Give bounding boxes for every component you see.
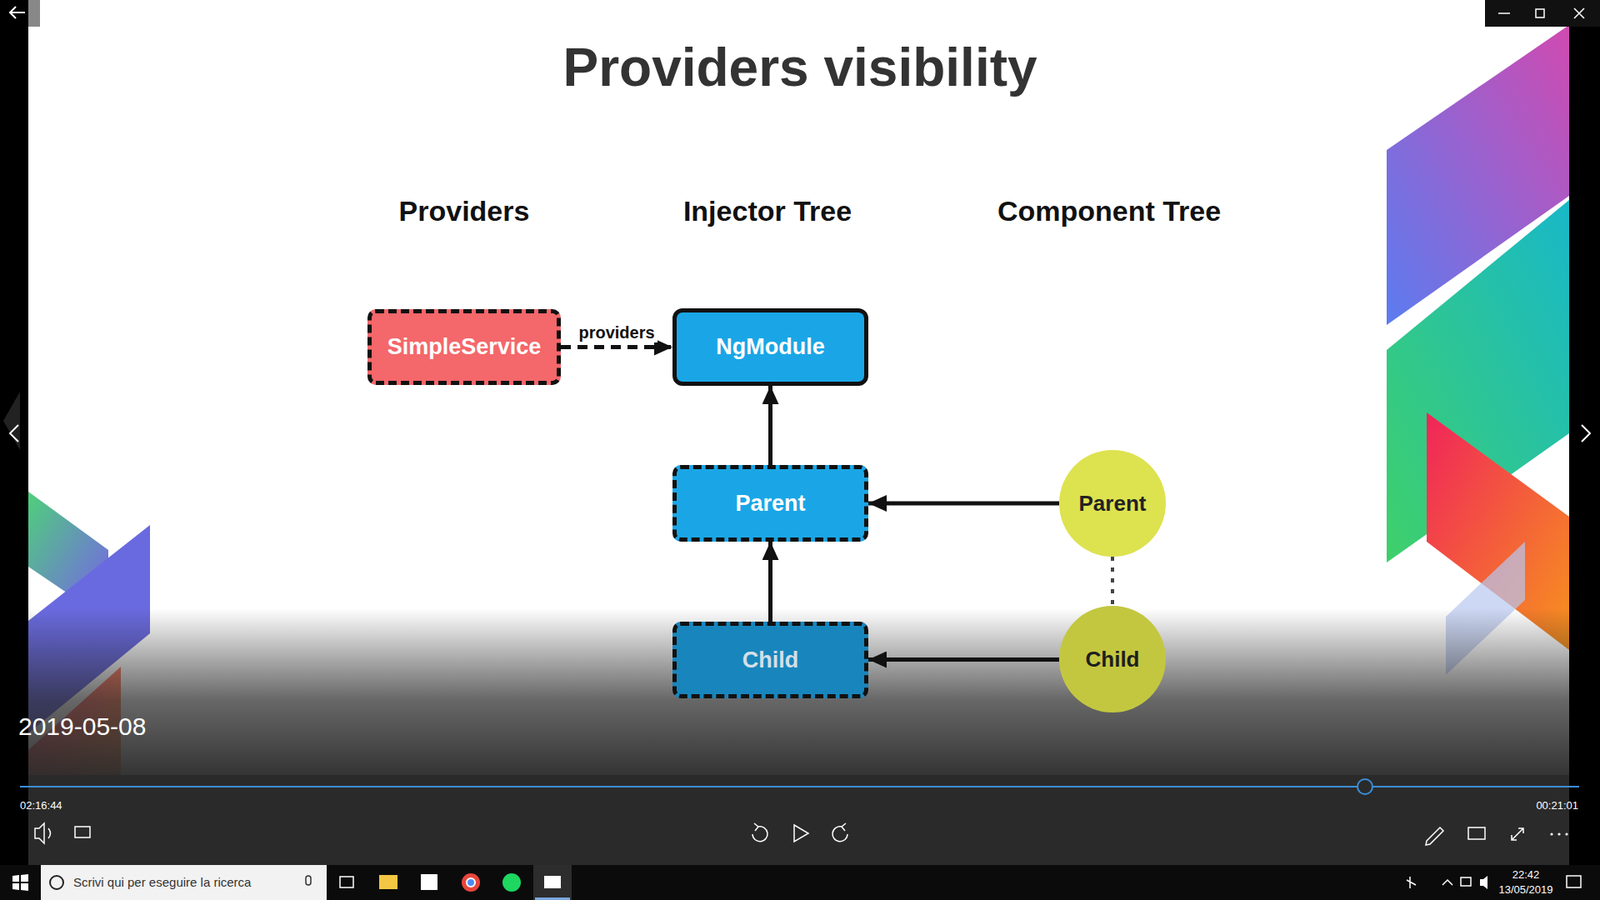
tray-icon (1460, 877, 1471, 886)
column-header: Injector Tree (683, 195, 852, 228)
more-icon (1557, 832, 1560, 835)
search-placeholder: Scrivi qui per eseguire la ricerca (73, 875, 251, 890)
remaining-time: 00:21:01 (1535, 799, 1579, 812)
timeline (20, 785, 1580, 788)
tray-icon (1406, 876, 1416, 889)
connector-arrow (868, 501, 1060, 506)
active-app (533, 865, 572, 900)
component-circle: Child (1059, 605, 1166, 713)
date-caption: 2019-05-08 (18, 712, 146, 741)
minimize-icon (1498, 12, 1510, 15)
active-indicator (535, 897, 570, 900)
notification-icon (1566, 875, 1581, 888)
restore-icon (1535, 9, 1545, 18)
connector-arrow (768, 541, 773, 622)
back-icon (10, 6, 25, 19)
rewind-icon (752, 823, 768, 842)
edge-label: providers (575, 323, 657, 343)
node-label: Parent (735, 490, 805, 517)
play-icon (794, 825, 809, 842)
mic-icon (305, 875, 311, 885)
column-header: Providers (399, 195, 530, 228)
node-label: Child (1085, 646, 1140, 673)
explorer-icon (379, 875, 398, 890)
task-view-icon (340, 876, 354, 888)
spotify-icon (502, 873, 521, 892)
more-icon (1565, 832, 1568, 835)
prev-icon (10, 425, 19, 442)
window-buttons (1485, 0, 1600, 27)
node-label: Parent (1079, 490, 1147, 517)
clock-date: 13/05/2019 (1498, 883, 1553, 896)
control-bar (0, 775, 1600, 865)
component-circle: Parent (1059, 450, 1166, 557)
edit-icon (1425, 827, 1444, 845)
prev-tab (3, 391, 20, 450)
side-bar (1569, 0, 1600, 865)
miniview-icon (1468, 827, 1485, 840)
timeline-knob (1357, 779, 1373, 795)
node-label: Child (742, 647, 800, 674)
tray-icon (1442, 880, 1453, 885)
connector-arrow (768, 385, 773, 465)
taskbar (0, 865, 1600, 900)
tray-icon (1480, 875, 1488, 890)
store-icon (420, 874, 438, 890)
clock-time: 22:42 (1512, 868, 1540, 881)
injector-box: Parent (672, 465, 869, 542)
slide-title: Providers visibility (562, 36, 1037, 99)
chrome-icon (466, 878, 475, 887)
window-handle (28, 0, 40, 27)
close-icon (1574, 8, 1585, 19)
search-box (40, 865, 327, 900)
fullscreen-icon (1511, 828, 1524, 840)
elapsed-time: 02:16:44 (20, 799, 63, 812)
connector-arrow (560, 345, 673, 350)
volume-icon (35, 823, 51, 844)
connector-arrow (868, 657, 1060, 662)
injector-box: NgModule (672, 308, 869, 386)
connector-arrow (1110, 556, 1115, 606)
subtitles-icon (75, 826, 90, 838)
node-label: SimpleService (387, 334, 542, 360)
node-label: NgModule (715, 334, 825, 360)
provider-box: SimpleService (367, 309, 561, 385)
start-icon (12, 874, 29, 891)
player-shade (0, 608, 1600, 775)
chrome-icon (461, 873, 480, 892)
column-header: Component Tree (997, 195, 1221, 228)
forward-icon (832, 823, 848, 842)
next-icon (1581, 425, 1590, 442)
movies-icon (544, 875, 561, 889)
more-icon (1550, 832, 1553, 835)
injector-box: Child (672, 621, 869, 699)
cortana-icon (50, 875, 64, 890)
